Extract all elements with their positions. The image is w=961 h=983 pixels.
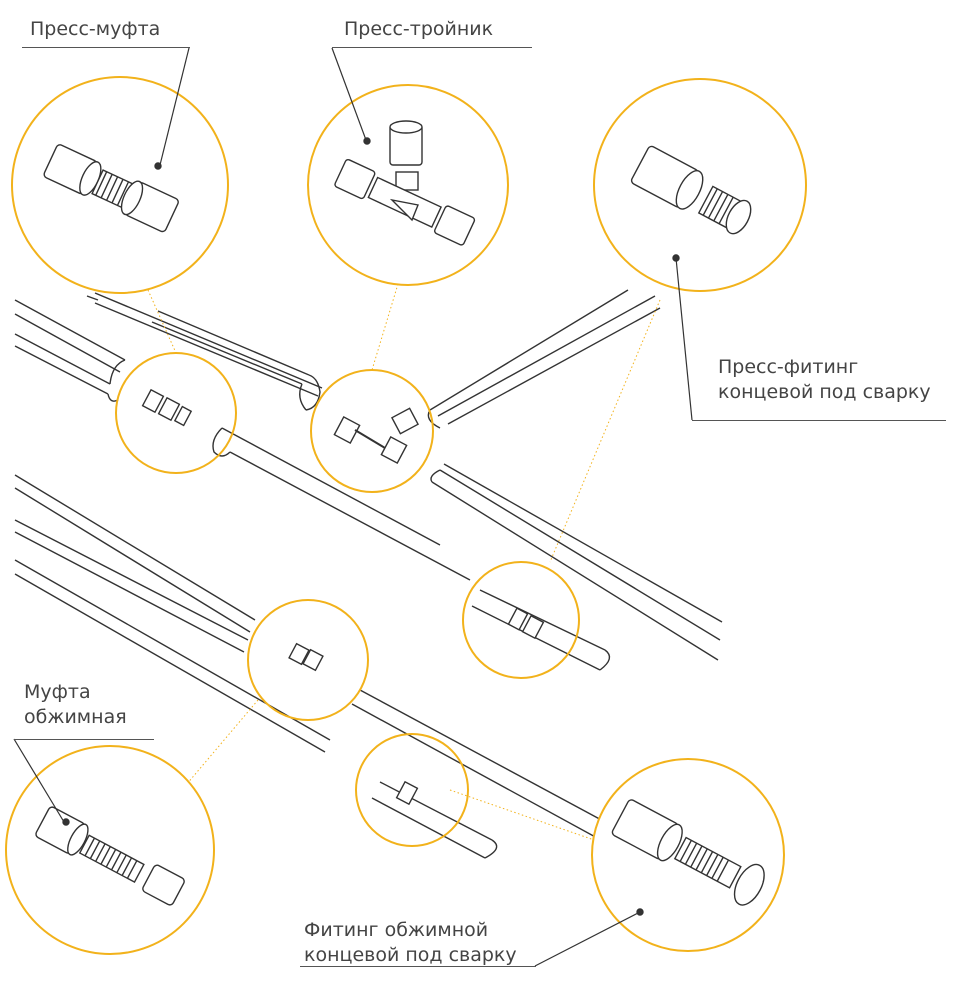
label-press-end-line1: Пресс-фитинг bbox=[718, 356, 859, 378]
detail-circle-press-coupling bbox=[11, 76, 229, 294]
callout-leaders bbox=[13, 47, 693, 967]
detail-circle-compression-coupling bbox=[5, 745, 215, 955]
fitting-compression-inline bbox=[288, 642, 419, 806]
fitting-end-inline bbox=[507, 607, 545, 640]
dotted-connectors bbox=[147, 283, 661, 843]
label-compression-end-line1: Фитинг обжимной bbox=[304, 919, 489, 941]
pipe-main-upper bbox=[14, 299, 471, 581]
label-press-tee: Пресс-тройник bbox=[344, 17, 493, 42]
label-rule-press-coupling bbox=[22, 47, 190, 48]
pipe-lower-set bbox=[14, 474, 621, 859]
label-rule-press-end bbox=[692, 420, 946, 421]
detail-circle-press-end-fitting bbox=[593, 78, 807, 292]
label-compression-coupling-line2: обжимная bbox=[24, 706, 127, 728]
label-rule-compression-coupling bbox=[14, 739, 154, 740]
pipe-top-left-branch bbox=[86, 292, 323, 411]
detail-circle-compression-end-fitting bbox=[591, 758, 785, 952]
detail-circle-press-tee bbox=[307, 84, 509, 286]
fitting-tee-inline bbox=[333, 407, 420, 465]
label-press-coupling-text: Пресс-муфта bbox=[30, 18, 161, 40]
fitting-coupling-inline bbox=[141, 388, 193, 427]
label-press-tee-text: Пресс-тройник bbox=[344, 18, 494, 40]
label-press-end: Пресс-фитинг концевой под сварку bbox=[718, 355, 931, 405]
label-press-coupling: Пресс-муфта bbox=[30, 17, 160, 42]
label-compression-coupling-line1: Муфта bbox=[24, 681, 91, 703]
pipe-main-lower-right bbox=[430, 463, 723, 671]
label-rule-compression-end bbox=[300, 966, 536, 967]
label-compression-end: Фитинг обжимной концевой под сварку bbox=[304, 918, 517, 968]
label-press-end-line2: концевой под сварку bbox=[718, 381, 931, 403]
label-compression-end-line2: концевой под сварку bbox=[304, 944, 517, 966]
label-rule-press-tee bbox=[332, 47, 532, 48]
pipe-right-branch bbox=[427, 289, 661, 429]
label-compression-coupling: Муфта обжимная bbox=[24, 680, 127, 730]
